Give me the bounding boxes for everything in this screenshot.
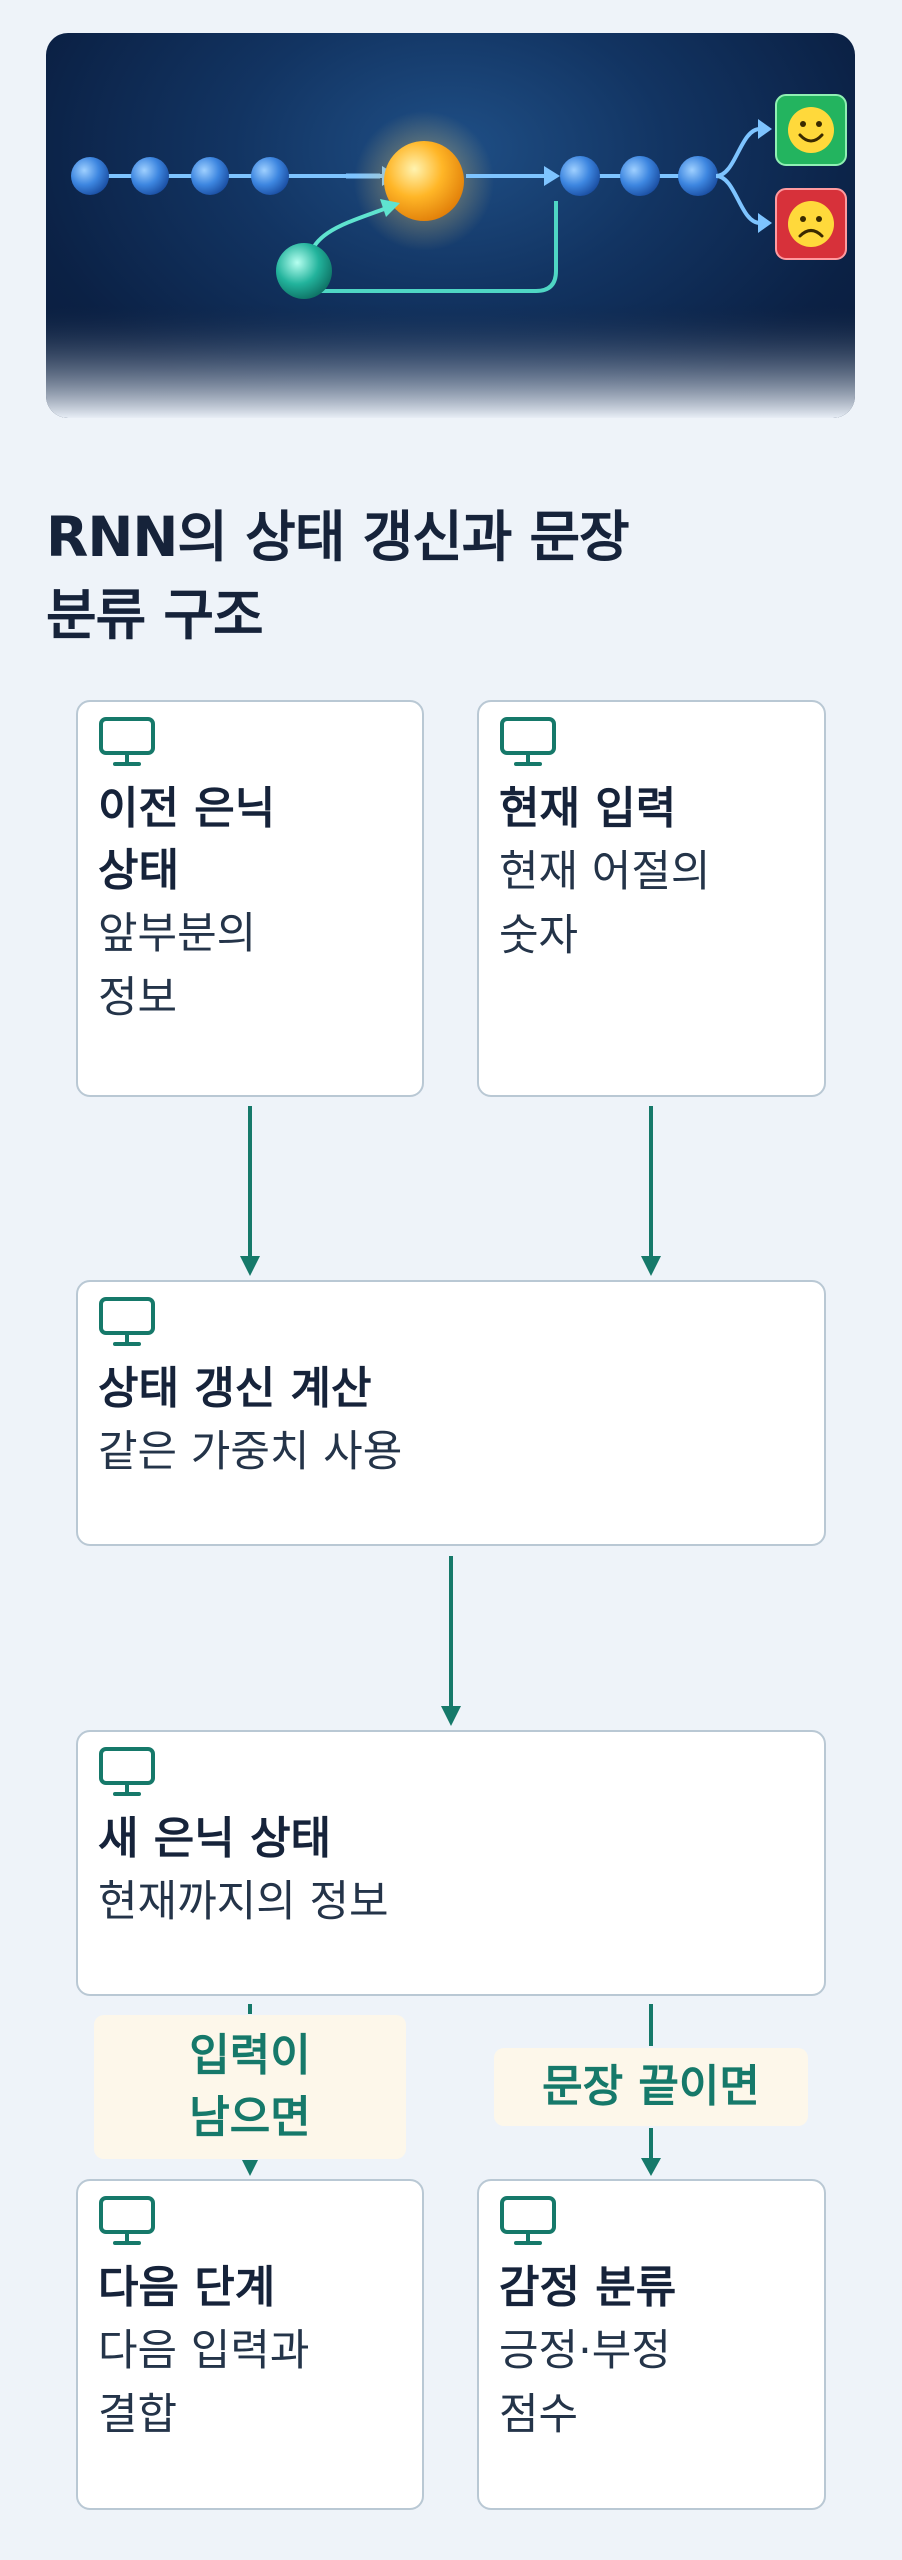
hero-illustration xyxy=(46,33,855,418)
node-state-update: 상태 갱신 계산 같은 가중치 사용 xyxy=(76,1280,826,1546)
sequence-node xyxy=(620,156,660,196)
sequence-node xyxy=(560,156,600,196)
hidden-state-sphere xyxy=(384,141,464,221)
monitor-icon xyxy=(99,1297,155,1346)
sequence-node xyxy=(251,157,289,195)
monitor-icon xyxy=(99,1747,155,1796)
title-line-1: RNN의 상태 갱신과 문장 xyxy=(46,505,630,569)
node-title: 새 은닉 상태 xyxy=(98,1813,332,1864)
node-title: 감정 분류 xyxy=(499,2262,677,2313)
title-line-2: 분류 구조 xyxy=(46,583,264,647)
sequence-node xyxy=(71,157,109,195)
edge-label-sentence-end: 문장 끝이면 xyxy=(494,2048,808,2126)
monitor-icon xyxy=(500,2196,556,2245)
page-title: RNN의 상태 갱신과 문장 분류 구조 xyxy=(46,498,826,654)
sequence-node xyxy=(678,156,718,196)
node-description: 같은 가중치 사용 xyxy=(98,1427,403,1477)
sequence-node xyxy=(131,157,169,195)
node-new-hidden-state: 새 은닉 상태 현재까지의 정보 xyxy=(76,1730,826,1996)
node-title: 현재 입력 xyxy=(499,783,677,834)
node-title: 상태 갱신 계산 xyxy=(98,1363,372,1414)
node-title: 다음 단계 xyxy=(98,2262,276,2313)
input-node xyxy=(276,243,332,299)
smiley-happy-icon xyxy=(775,94,847,166)
rnn-sequence-graphic xyxy=(46,94,855,418)
smiley-sad-icon xyxy=(775,188,847,260)
monitor-icon xyxy=(99,2196,155,2245)
node-description: 현재까지의 정보 xyxy=(98,1877,389,1927)
monitor-icon xyxy=(500,717,556,766)
sequence-node xyxy=(191,157,229,195)
monitor-icon xyxy=(99,717,155,766)
